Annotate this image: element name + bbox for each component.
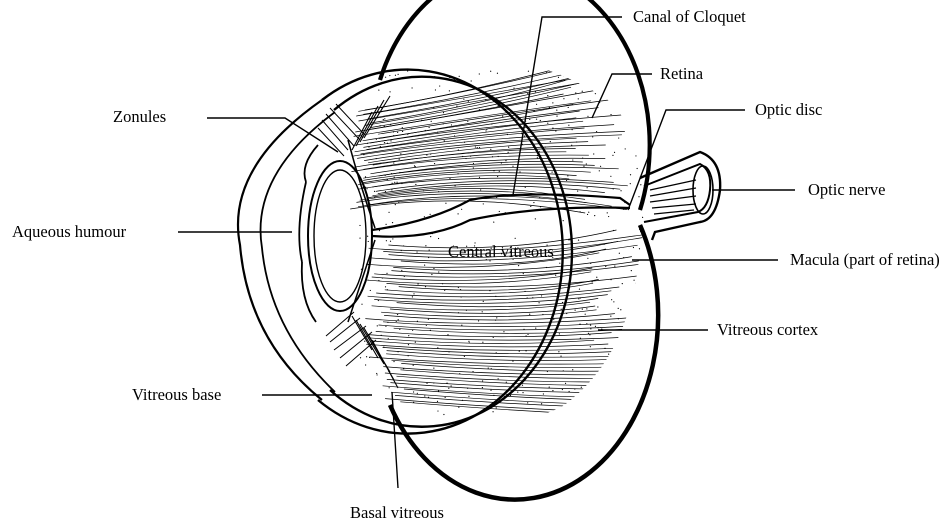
leader-zonules <box>207 118 338 152</box>
label-canal-of-cloquet: Canal of Cloquet <box>633 7 746 26</box>
leader-basal-vitreous <box>392 392 398 488</box>
vitreous-body <box>350 60 649 416</box>
label-vitreous-base: Vitreous base <box>132 385 221 404</box>
label-zonules: Zonules <box>113 107 166 126</box>
label-retina: Retina <box>660 64 704 83</box>
label-macula: Macula (part of retina) <box>790 250 940 269</box>
label-vitreous-cortex: Vitreous cortex <box>717 320 819 339</box>
label-aqueous-humour: Aqueous humour <box>12 222 127 241</box>
label-central-vitreous: Central vitreous <box>448 242 554 261</box>
label-optic-nerve: Optic nerve <box>808 180 885 199</box>
label-basal-vitreous: Basal vitreous <box>350 503 444 522</box>
canal-of-cloquet <box>348 140 630 322</box>
optic-nerve <box>640 152 720 240</box>
cornea <box>238 100 335 400</box>
label-optic-disc: Optic disc <box>755 100 822 119</box>
lens <box>308 161 372 311</box>
